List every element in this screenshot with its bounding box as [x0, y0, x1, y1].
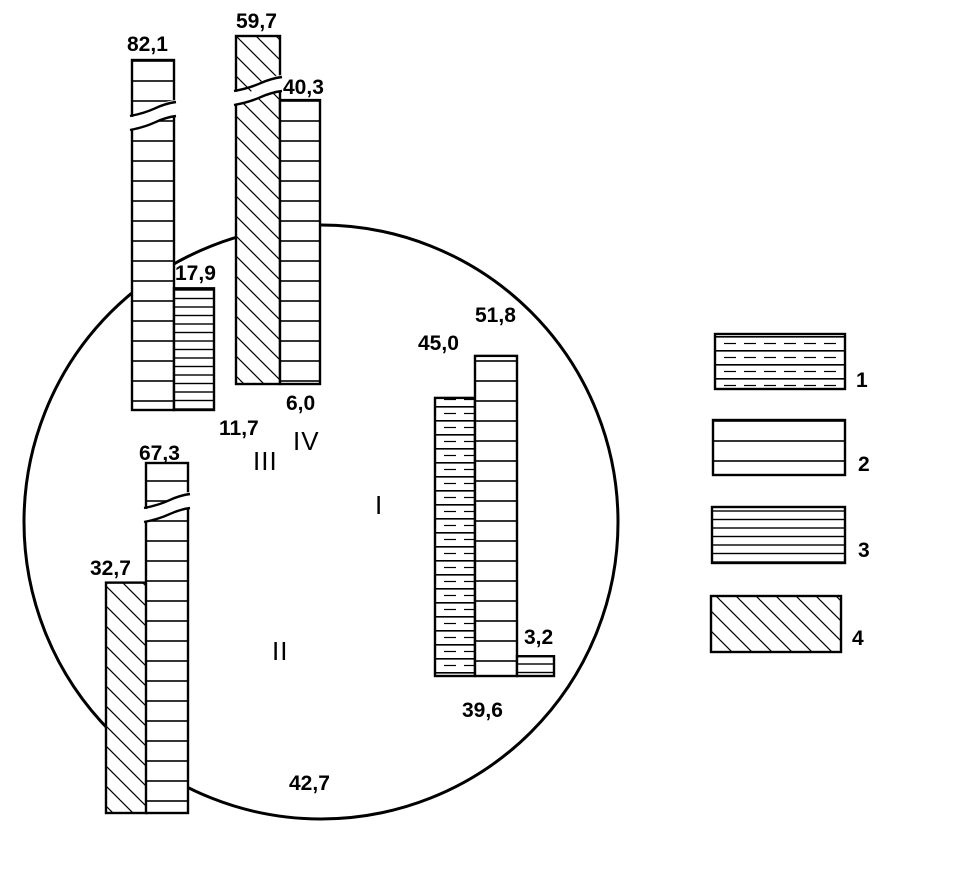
bar-label-67-3: 67,3: [139, 442, 180, 465]
bar-label-82-1: 82,1: [127, 33, 168, 56]
bar-sector-iv-pattern-2: [278, 98, 322, 386]
sector-i-label: I: [375, 490, 383, 520]
sector-iv-value-label: 6,0: [286, 392, 315, 415]
bar-sector-iii-pattern-3: [172, 287, 216, 412]
sector-iv-label: IV: [293, 426, 320, 456]
bar-label-3-2: 3,2: [524, 626, 553, 649]
sector-ii-value-label: 42,7: [289, 772, 330, 795]
bar-sector-ii-pattern-2-broken: [144, 461, 190, 815]
bar-label-59-7: 59,7: [236, 10, 277, 33]
bar-sector-ii-pattern-4: [104, 581, 149, 815]
legend-label-1: 1: [856, 369, 868, 392]
legend-swatch-2: [711, 418, 847, 477]
legend-label-4: 4: [852, 627, 864, 650]
legend-swatch-3: [710, 505, 847, 565]
legend-label-3: 3: [858, 539, 870, 562]
sector-ii-label: II: [272, 636, 288, 666]
bar-break-sector-iv: [233, 75, 283, 107]
sector-iii-label: III: [253, 446, 278, 476]
bar-label-17-9: 17,9: [175, 262, 216, 285]
sector-roman-labels: I II III IV: [253, 426, 383, 666]
bar-break-sector-ii: [143, 492, 191, 524]
inset-bar-value-labels: 45,0 51,8 3,2 32,7 67,3 82,1 17,9 59,7 4…: [90, 10, 553, 649]
sector-value-labels: 39,6 42,7 11,7 6,0: [219, 392, 503, 795]
bar-sector-i-pattern-3: [515, 655, 556, 678]
bar-break-sector-iii: [129, 100, 177, 132]
legend: 1 2 3 4: [709, 332, 870, 654]
sector-i-value-label: 39,6: [462, 699, 503, 722]
bar-label-40-3: 40,3: [283, 76, 324, 99]
inset-bars-layer: [104, 34, 556, 815]
legend-swatch-1: [713, 332, 847, 391]
bar-label-45-0: 45,0: [418, 332, 459, 355]
legend-swatch-4: [709, 594, 843, 654]
bar-label-51-8: 51,8: [475, 304, 516, 327]
sector-iii-value-label: 11,7: [219, 417, 259, 440]
bar-sector-i-pattern-2: [473, 354, 519, 678]
bar-label-32-7: 32,7: [90, 557, 131, 580]
bar-sector-i-pattern-1: [433, 396, 477, 678]
legend-label-2: 2: [858, 453, 870, 476]
